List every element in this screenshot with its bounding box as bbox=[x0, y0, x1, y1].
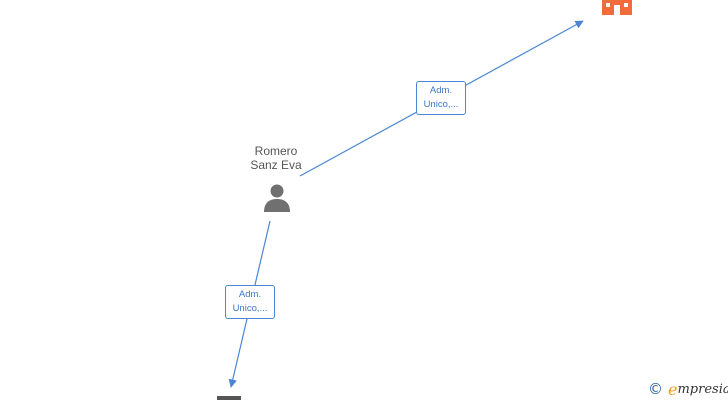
company-top-building-icon[interactable] bbox=[601, 0, 633, 18]
edge-label-top-line1: Adm. bbox=[429, 85, 453, 96]
edge-label-bottom-line1: Adm. bbox=[238, 289, 262, 300]
edge-label-bottom-line2: Unico,... bbox=[232, 303, 268, 314]
edge-label-bottom[interactable]: Adm. Unico,... bbox=[225, 285, 275, 319]
person-name-label[interactable]: Romero Sanz Eva bbox=[236, 144, 316, 172]
person-icon[interactable] bbox=[262, 183, 292, 213]
company-bottom-building-icon[interactable] bbox=[217, 396, 241, 400]
copyright-icon: © bbox=[648, 380, 663, 398]
edge-label-top-line2: Unico,... bbox=[423, 99, 459, 110]
person-name-line2: Sanz Eva bbox=[250, 158, 302, 172]
brand-initial: e bbox=[668, 379, 678, 399]
edge-label-top[interactable]: Adm. Unico,... bbox=[416, 81, 466, 115]
brand-name: mpresia bbox=[677, 381, 728, 397]
person-name-line1: Romero bbox=[254, 144, 298, 158]
empresia-watermark: © e mpresia bbox=[648, 379, 728, 399]
